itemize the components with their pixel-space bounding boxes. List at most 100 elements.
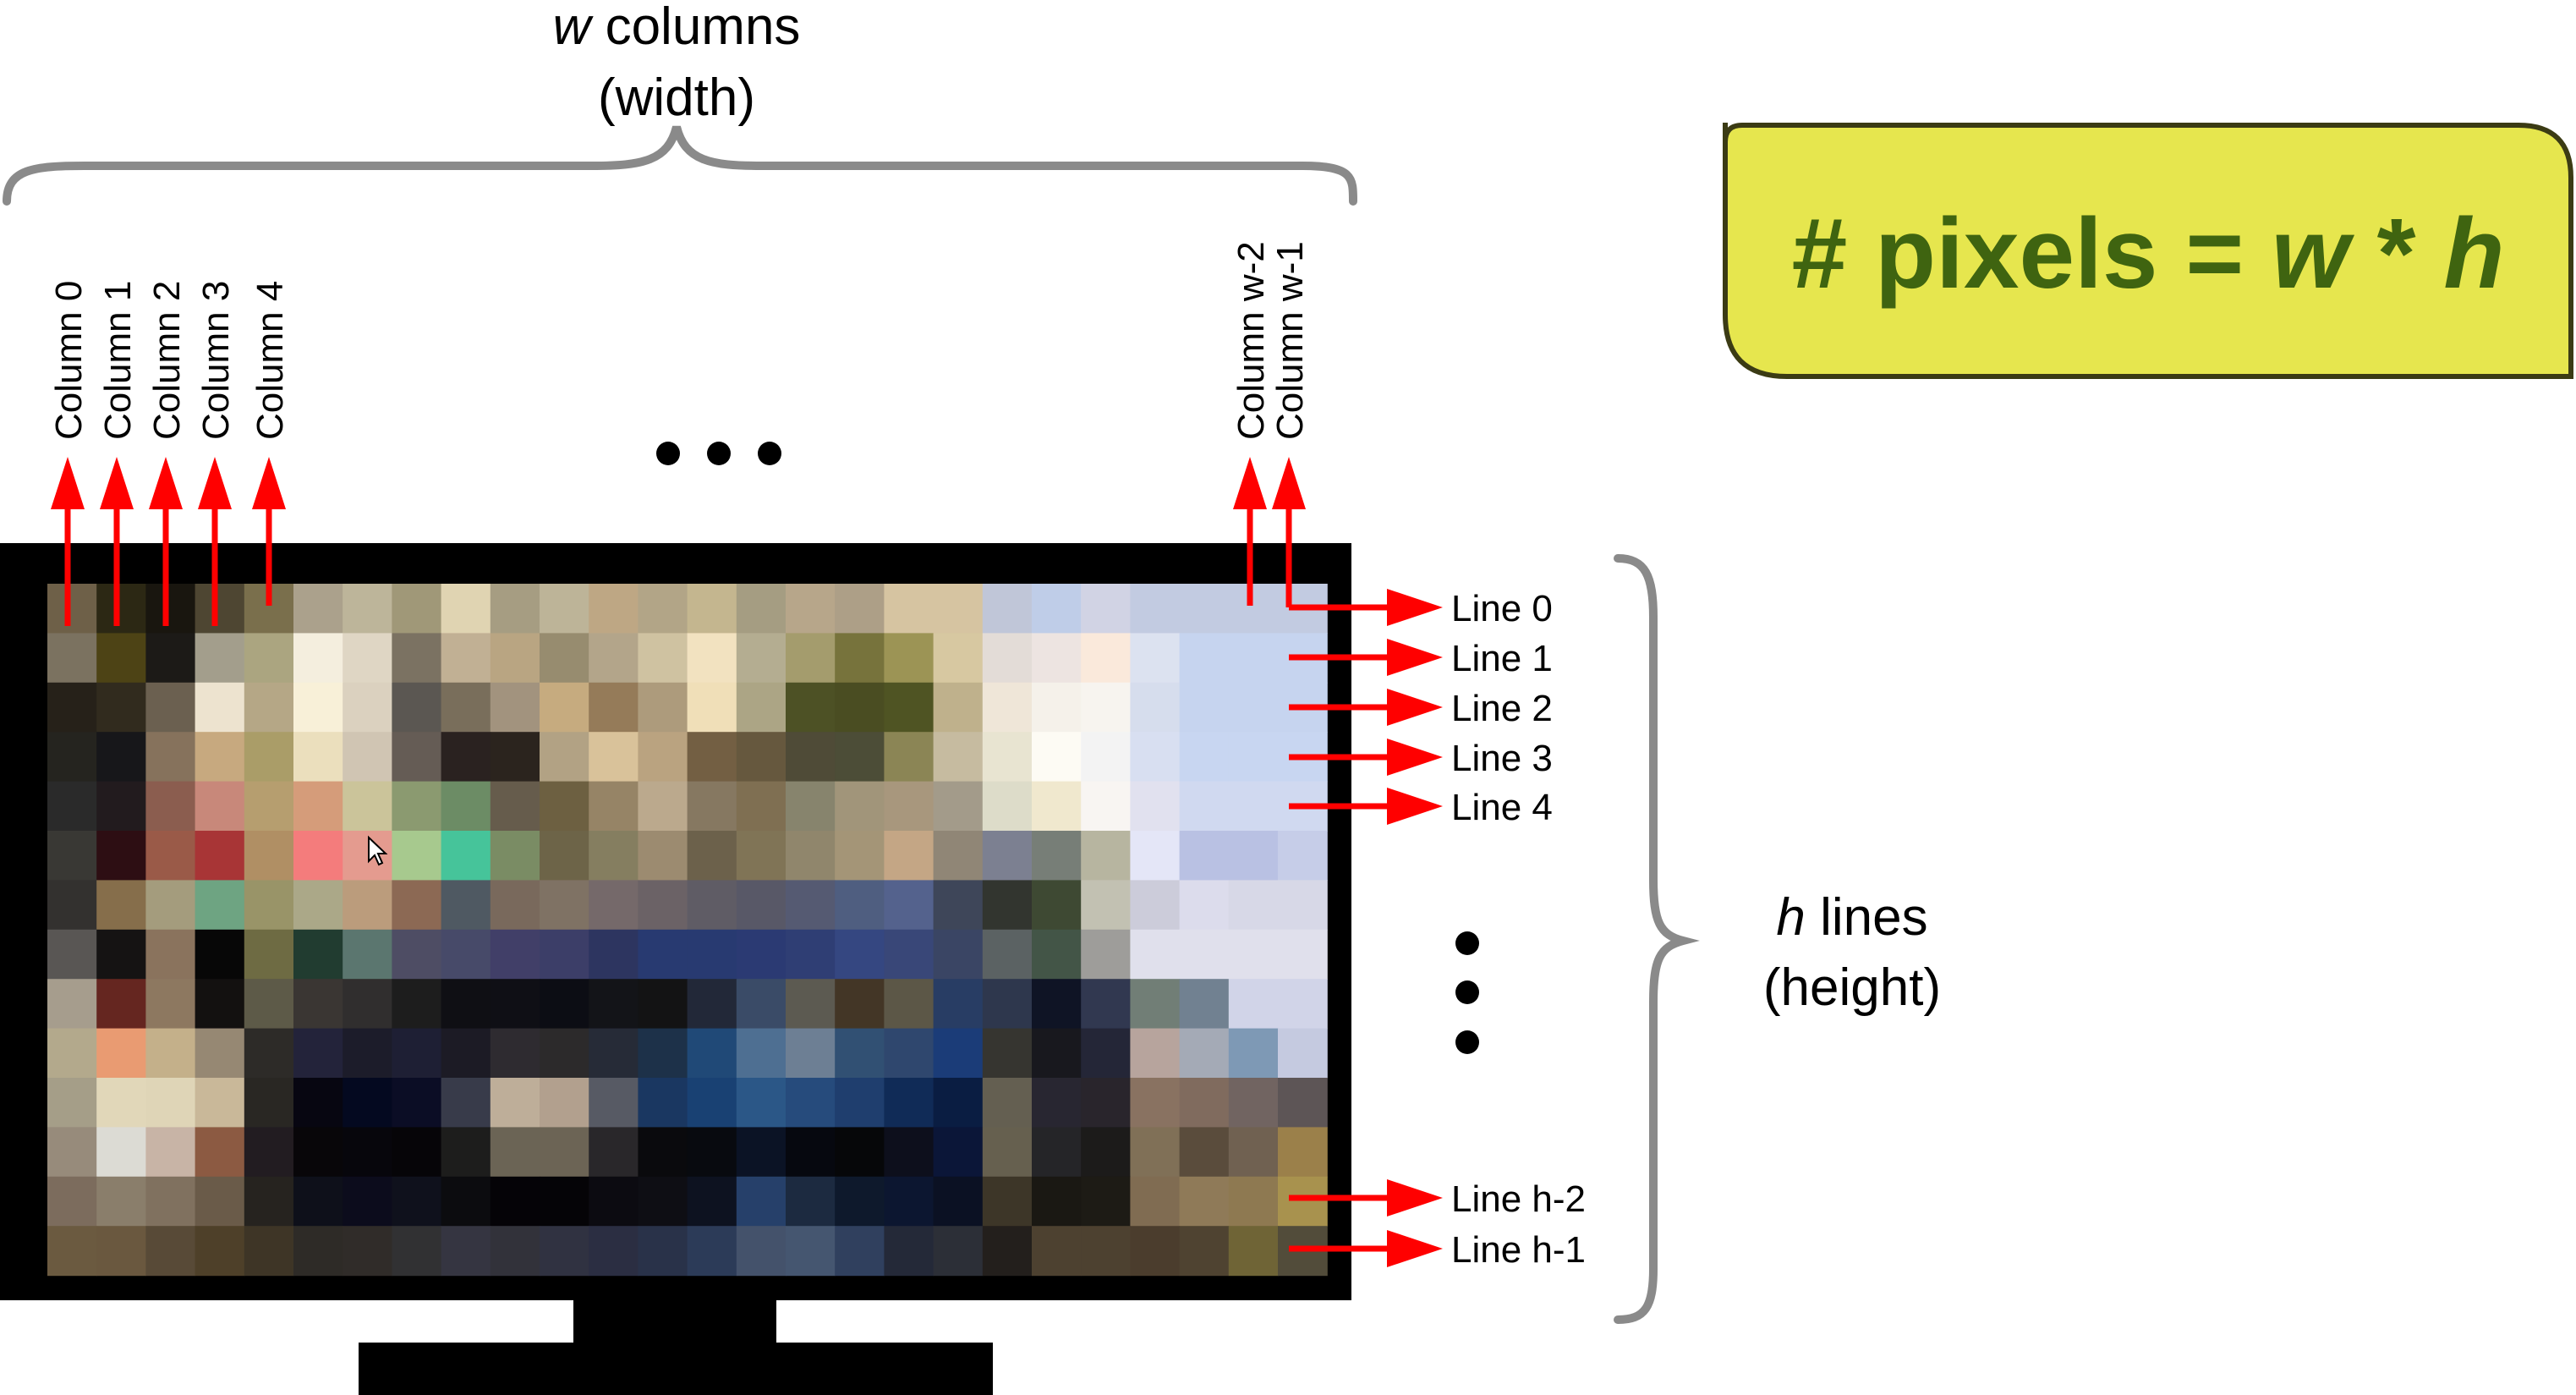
pixel-cell xyxy=(982,1176,1033,1227)
pixel-cell xyxy=(343,682,392,733)
pixel-cell xyxy=(589,1226,639,1277)
pixel-cell xyxy=(1179,1226,1230,1277)
column-arrow-head xyxy=(51,457,85,509)
pixel-cell xyxy=(343,1226,392,1277)
pixel-cell xyxy=(293,831,343,881)
pixel-cell xyxy=(47,979,97,1030)
pixel-cell xyxy=(392,732,442,783)
pixel-cell xyxy=(1228,1176,1279,1227)
pixel-cell xyxy=(835,1226,885,1277)
pixel-cell xyxy=(736,732,787,783)
pixel-cell xyxy=(1179,781,1230,832)
pixel-cell xyxy=(490,929,540,980)
pixel-cell xyxy=(786,1028,836,1079)
pixel-cell xyxy=(47,584,97,634)
line-arrows xyxy=(1285,589,1443,1267)
pixel-cell xyxy=(1228,979,1279,1030)
pixel-cell xyxy=(1179,1078,1230,1128)
pixel-cell xyxy=(835,1176,885,1227)
pixel-cell xyxy=(638,831,688,881)
pixel-cell xyxy=(195,781,245,832)
width-title: w columns xyxy=(553,0,801,56)
pixel-cell xyxy=(293,633,343,684)
line-arrow-head xyxy=(1387,589,1443,626)
pixel-cell xyxy=(96,633,146,684)
pixel-cell xyxy=(786,1127,836,1178)
height-suffix: lines xyxy=(1806,888,1928,947)
pixel-cell xyxy=(343,1028,392,1079)
pixel-cell xyxy=(392,781,442,832)
pixel-cell xyxy=(1228,1127,1279,1178)
pixel-cell xyxy=(589,682,639,733)
pixel-cell xyxy=(1179,732,1230,783)
pixel-cell xyxy=(1228,929,1279,980)
pixel-cell xyxy=(293,1127,343,1178)
pixel-cell xyxy=(933,633,984,684)
pixel-cell xyxy=(540,584,589,634)
pixel-cell xyxy=(1032,880,1082,931)
pixel-cell xyxy=(786,633,836,684)
pixel-cell xyxy=(1130,1176,1181,1227)
pixel-cell xyxy=(244,1176,294,1227)
pixel-cell xyxy=(589,1176,639,1227)
pixel-cell xyxy=(1228,1028,1279,1079)
pixel-cell xyxy=(835,1078,885,1128)
pixel-cell xyxy=(687,781,737,832)
pixel-cell xyxy=(638,979,688,1030)
line-arrow-head xyxy=(1387,1230,1443,1267)
height-subtitle: (height) xyxy=(1763,958,1941,1017)
mouse-cursor-icon xyxy=(368,835,388,866)
width-subtitle: (width) xyxy=(598,69,755,127)
pixel-cell xyxy=(195,1028,245,1079)
pixel-cell xyxy=(343,831,392,881)
column-label: Column w-2 xyxy=(1230,241,1272,440)
pixel-cell xyxy=(490,1226,540,1277)
pixel-cell xyxy=(47,831,97,881)
pixel-cell xyxy=(293,979,343,1030)
pixel-cell xyxy=(1032,682,1082,733)
pixel-cell xyxy=(638,1078,688,1128)
pixel-cell xyxy=(589,1028,639,1079)
pixel-cell xyxy=(982,682,1033,733)
pixel-cell xyxy=(638,880,688,931)
pixel-cell xyxy=(884,1176,934,1227)
pixel-cell xyxy=(1278,1028,1328,1079)
column-arrows xyxy=(51,457,1306,626)
width-var: w xyxy=(553,0,595,56)
pixel-cell xyxy=(441,633,491,684)
pixel-cell xyxy=(540,979,589,1030)
pixel-cell xyxy=(687,1226,737,1277)
pixel-cell xyxy=(736,979,787,1030)
pixel-cell xyxy=(687,1176,737,1227)
pixel-cell xyxy=(244,781,294,832)
pixel-cell xyxy=(736,1028,787,1079)
pixel-cell xyxy=(933,584,984,634)
pixel-cell xyxy=(736,682,787,733)
formula-op: * xyxy=(2349,198,2444,310)
pixel-cell xyxy=(884,633,934,684)
pixel-cell xyxy=(933,682,984,733)
pixel-cell xyxy=(786,781,836,832)
pixel-cell xyxy=(195,880,245,931)
pixel-cell xyxy=(244,633,294,684)
pixel-cell xyxy=(145,732,196,783)
pixel-cell xyxy=(933,1176,984,1227)
pixel-cell xyxy=(589,781,639,832)
pixel-cell xyxy=(1081,1226,1131,1277)
column-label: Column w-1 xyxy=(1269,241,1311,440)
pixel-cell xyxy=(96,1078,146,1128)
pixel-cell xyxy=(638,633,688,684)
column-arrow-head xyxy=(100,457,134,509)
height-title: h lines xyxy=(1776,888,1927,947)
pixel-cell xyxy=(244,929,294,980)
pixel-cell xyxy=(343,584,392,634)
pixel-cell xyxy=(736,1078,787,1128)
pixel-cell xyxy=(145,1078,196,1128)
pixel-cell xyxy=(145,781,196,832)
pixel-cell xyxy=(540,732,589,783)
pixel-cell xyxy=(687,1028,737,1079)
pixel-cell xyxy=(1032,979,1082,1030)
pixel-cell xyxy=(392,831,442,881)
